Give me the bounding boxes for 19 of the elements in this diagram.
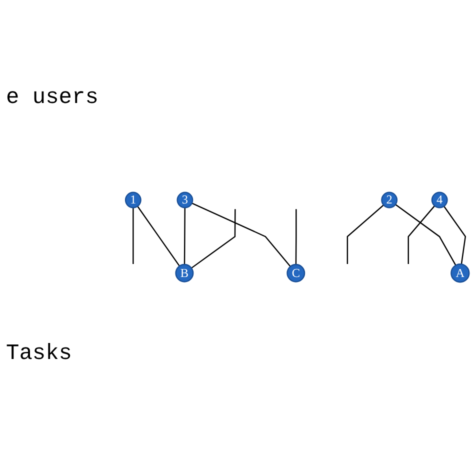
node-circle: C bbox=[286, 264, 306, 283]
node-circle: 4 bbox=[431, 192, 448, 209]
row-label: Tasks bbox=[6, 341, 72, 366]
connector bbox=[184, 208, 186, 265]
connector bbox=[443, 206, 466, 265]
node-circle: 1 bbox=[124, 192, 142, 209]
node-circle: B bbox=[175, 264, 194, 283]
node-circle: 3 bbox=[176, 192, 194, 209]
connector bbox=[137, 206, 180, 267]
connector bbox=[192, 203, 291, 268]
node-circle: A bbox=[450, 264, 470, 284]
node-circle: 2 bbox=[381, 192, 398, 209]
connector bbox=[295, 210, 297, 265]
connector bbox=[395, 204, 456, 266]
connector bbox=[191, 210, 236, 269]
connector bbox=[346, 204, 384, 264]
connector bbox=[132, 208, 134, 264]
row-label: e users bbox=[6, 85, 98, 110]
connector bbox=[408, 206, 436, 264]
